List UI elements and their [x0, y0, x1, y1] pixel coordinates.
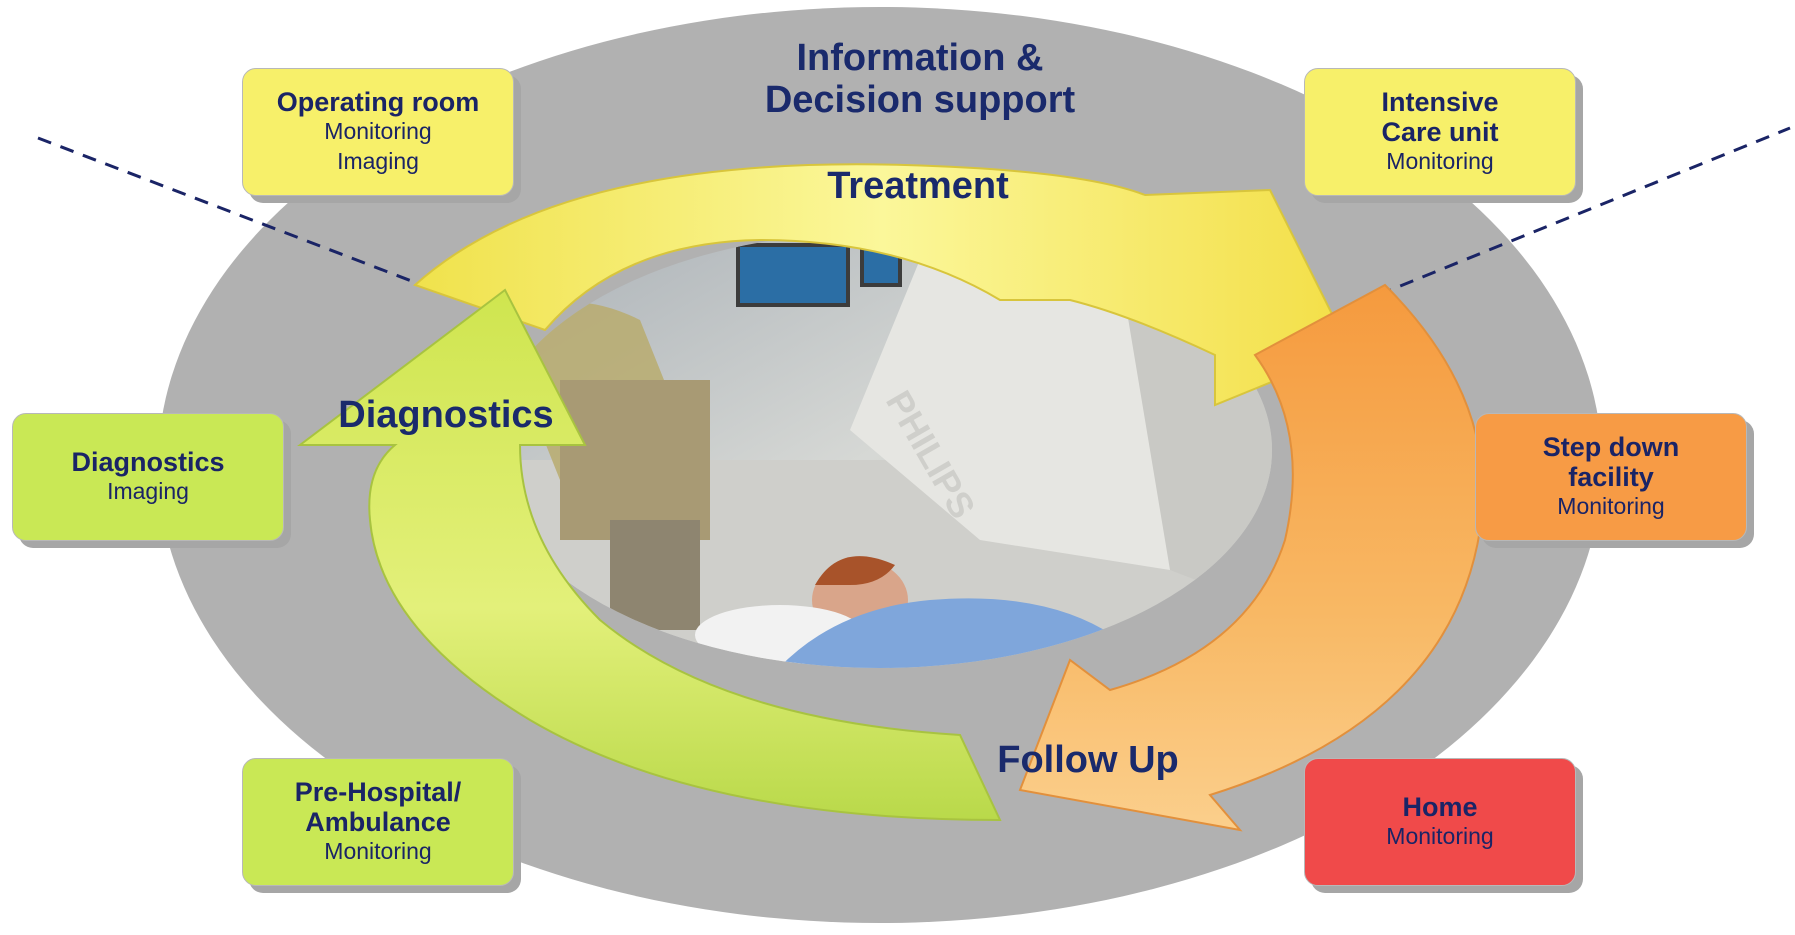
card-icu: Intensive Care unit Monitoring	[1304, 68, 1576, 196]
center-title: Information & Decision support	[764, 37, 1076, 121]
card-home: Home Monitoring	[1304, 758, 1576, 886]
card-operating-room: Operating room Monitoring Imaging	[242, 68, 514, 196]
card-icu-sub: Monitoring	[1386, 148, 1494, 175]
diagnostics-arrow	[297, 288, 1002, 822]
card-operating-room-sub: Monitoring Imaging	[324, 118, 432, 175]
card-operating-room-title: Operating room	[276, 86, 480, 117]
card-step-down-title: Step down facility	[1542, 431, 1680, 493]
treatment-arrow	[413, 163, 1352, 407]
monitor-screen	[736, 243, 850, 307]
card-home-sub: Monitoring	[1386, 823, 1494, 850]
card-pre-hospital: Pre-Hospital/ Ambulance Monitoring	[242, 758, 514, 886]
card-icu-title: Intensive Care unit	[1381, 86, 1499, 148]
phase-treatment-label: Treatment	[827, 165, 1009, 207]
dashed-line-right	[1377, 126, 1791, 297]
card-diagnostics-title: Diagnostics	[71, 446, 225, 477]
patient-blanket	[760, 598, 1272, 668]
card-pre-hospital-title: Pre-Hospital/ Ambulance	[294, 776, 462, 838]
card-pre-hospital-sub: Monitoring	[324, 838, 432, 865]
card-step-down: Step down facility Monitoring	[1475, 413, 1747, 541]
card-home-title: Home	[1402, 791, 1478, 822]
phase-diagnostics-label: Diagnostics	[338, 394, 553, 436]
card-step-down-sub: Monitoring	[1557, 493, 1665, 520]
card-diagnostics-sub: Imaging	[107, 478, 189, 505]
phase-follow-up-label: Follow Up	[997, 739, 1179, 781]
patient-photo: PHILIPS	[488, 232, 1272, 668]
card-diagnostics: Diagnostics Imaging	[12, 413, 284, 541]
